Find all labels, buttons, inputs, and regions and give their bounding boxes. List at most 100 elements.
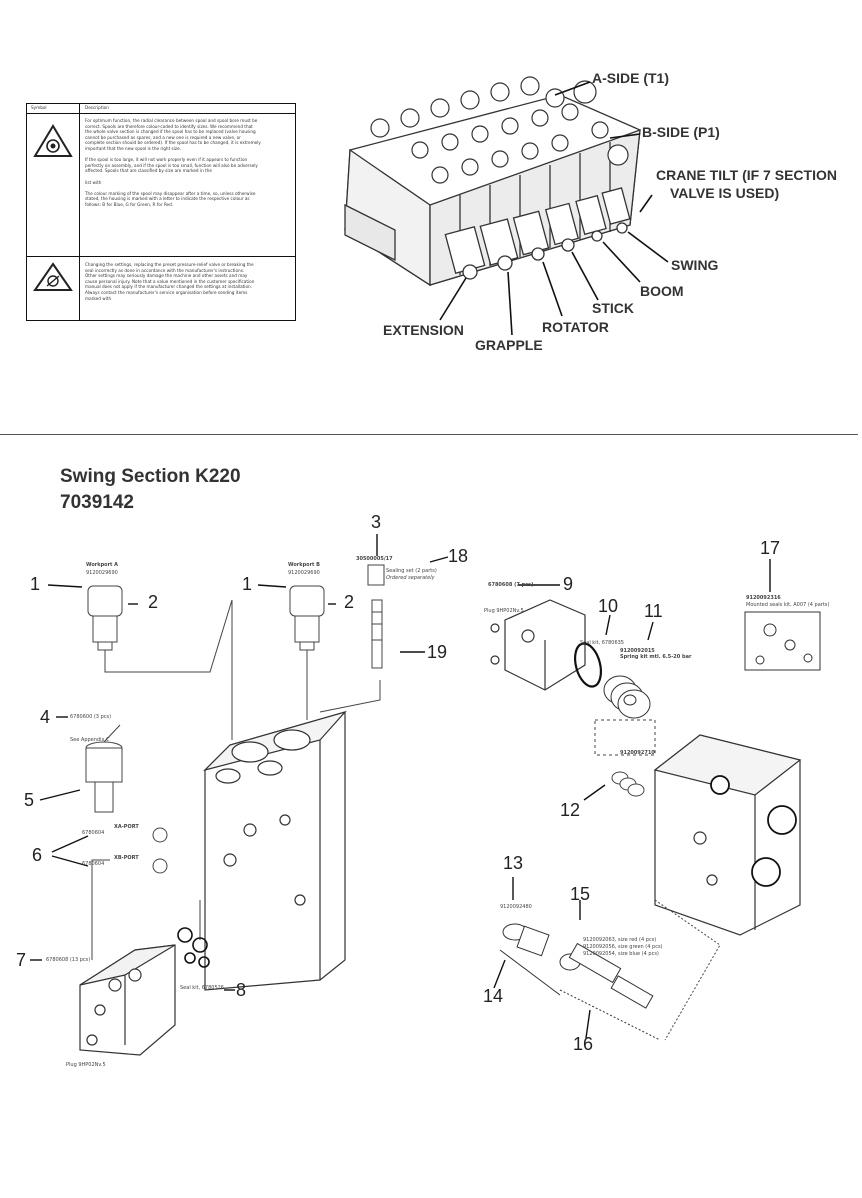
item15-size-green: 9120092056, size green (4 pcs)	[583, 944, 663, 950]
part-number-8: 8	[236, 980, 247, 1000]
table-row1-line: the whole valve section is changed if th…	[85, 129, 256, 135]
plug-label: Plug 9HP02Nv.5	[66, 1062, 106, 1068]
item15-size-blue: 9120092054, size blue (4 pcs)	[583, 951, 659, 957]
callout-crane-tilt-line1: CRANE TILT (IF 7 SECTION	[656, 167, 837, 183]
item4-number: 6780600 (3 pcs)	[70, 714, 112, 720]
workport-a-number: 9120029690	[86, 570, 118, 576]
part-number-1b: 1	[242, 574, 253, 594]
part-number-12: 12	[560, 800, 581, 820]
item18-description: Sealing set (2 parts)	[386, 568, 437, 574]
xb-port-label: XB-PORT	[114, 855, 139, 861]
callout-b-side: B-SIDE (P1)	[642, 124, 720, 140]
item4-note: See Appendix C	[70, 737, 110, 743]
item8-orings	[177, 927, 210, 968]
item13-number: 9120092480	[500, 904, 532, 910]
item3-number: 30500005/17	[356, 556, 393, 562]
xb-port-plug-icon	[152, 858, 168, 874]
workport-b-number: 9120029690	[288, 570, 320, 576]
section-part-number: 7039142	[60, 492, 134, 513]
table-row1-line: complete section should be ordered). If …	[85, 140, 261, 146]
item17-plate	[744, 611, 821, 671]
part-number-9: 9	[563, 574, 574, 594]
table-header-symbol: Symbol	[31, 105, 47, 110]
workport-b-label: Workport B	[288, 562, 320, 568]
table-header-description: Description	[85, 105, 109, 110]
plug-label-item9: Plug 9HP02Nv.5	[484, 608, 524, 614]
table-row1-description: For optimum function, the radial clearan…	[85, 118, 293, 208]
table-row2-description: Changing the settings, replacing the pre…	[85, 262, 293, 301]
section-title: Swing Section K220	[60, 466, 241, 487]
callout-swing: SWING	[671, 257, 719, 273]
item12-spool-fitting	[611, 771, 645, 797]
table-row1-line: The colour marking of the spool may disa…	[85, 190, 256, 196]
symbol-table: Symbol Description For optimum function,…	[26, 103, 296, 321]
item17-description: Mounted seals kit, A007 (4 parts)	[746, 602, 830, 608]
callout-boom: BOOM	[640, 283, 684, 299]
part-number-6: 6	[32, 845, 43, 865]
table-row1-line: affected. Spools that are classified by …	[85, 168, 212, 174]
table-row2-line: Other settings may seriously damage the …	[85, 273, 248, 279]
item5-solenoid-valve	[85, 724, 123, 813]
item15-size-red: 9120092063, size red (4 pcs)	[583, 937, 657, 943]
part-number-19: 19	[427, 642, 448, 662]
part-number-14: 14	[483, 986, 504, 1006]
table-row1-line: important that the new spool is the righ…	[85, 145, 182, 151]
part-number-13: 13	[503, 853, 524, 873]
xb-port-item6-number: 6780604	[82, 861, 105, 867]
item11-spring-kit	[603, 675, 651, 719]
part-number-5: 5	[24, 790, 35, 810]
callout-grapple: GRAPPLE	[475, 337, 543, 353]
part-number-18: 18	[448, 546, 469, 566]
spool-size-symbol-icon	[33, 124, 73, 291]
section-divider	[0, 434, 858, 435]
workport-b-relief-valve	[289, 585, 325, 651]
callout-rotator: ROTATOR	[542, 319, 609, 335]
item9-number: 6780608 (7 pcs)	[488, 582, 534, 588]
item17-number: 9120092316	[746, 595, 781, 601]
item11-description: Spring kit mtl. 6.5-20 bar	[620, 654, 692, 660]
part-number-2a: 2	[148, 592, 159, 612]
table-header: Symbol Description	[27, 104, 295, 114]
table-row2-line: manual does not apply if the manufacture…	[85, 284, 253, 290]
control-valve-illustration	[344, 76, 669, 336]
pressure-seal-symbol-icon	[33, 262, 73, 291]
part-number-3: 3	[371, 512, 382, 532]
workport-a-label: Workport A	[86, 562, 119, 568]
table-row1-line: perfectly on assembly, and if the spool …	[85, 162, 258, 168]
part-number-2b: 2	[344, 592, 355, 612]
part-number-4: 4	[40, 707, 51, 727]
workport-a-relief-valve	[87, 585, 123, 651]
table-row1-line: list with	[85, 179, 102, 185]
item9-end-cover	[490, 599, 586, 691]
callout-extension: EXTENSION	[383, 322, 464, 338]
table-row1-line: follows: B for Blue, G for Green, R for …	[85, 201, 174, 207]
table-row2-line: Changing the settings, replacing the pre…	[85, 262, 254, 267]
item10-number: Seal kit, 6780635	[580, 640, 624, 646]
item7-number: 6780608 (13 pcs)	[46, 957, 91, 963]
table-row1-line: cannot be purchased as spares, and a new…	[85, 134, 241, 140]
xa-port-label: XA-PORT	[114, 824, 139, 830]
table-row1-line: stated, the housing is marked with a let…	[85, 196, 250, 202]
item8-number: Seal kit, 6780526	[180, 985, 224, 991]
part-number-15: 15	[570, 884, 591, 904]
xa-port-item6-number: 6780604	[82, 830, 105, 836]
item3-spool	[367, 564, 385, 669]
part-number-16: 16	[573, 1034, 594, 1054]
item10-seal	[573, 642, 603, 688]
item12-number: 9120092710	[620, 750, 655, 756]
valve-housing	[203, 710, 347, 991]
table-row2-line: Always contact the manufacturer's servic…	[85, 289, 248, 295]
xa-port-plug-icon	[152, 827, 168, 843]
item15-spool	[559, 942, 661, 1041]
callout-crane-tilt-line2: VALVE IS USED)	[670, 185, 780, 201]
table-row2-line: cause personal injury. Note that a value…	[85, 278, 255, 284]
item13-cartridge	[499, 923, 561, 996]
part-number-10: 10	[598, 596, 619, 616]
table-row2-line: marked with	[85, 295, 112, 301]
table-row1-line: If the spool is too large, it will not w…	[85, 157, 248, 163]
table-row1-line: For optimum function, the radial clearan…	[85, 118, 258, 123]
item7-end-block	[79, 944, 176, 1056]
callout-stick: STICK	[592, 300, 634, 316]
item11-number: 9120092015	[620, 648, 655, 654]
